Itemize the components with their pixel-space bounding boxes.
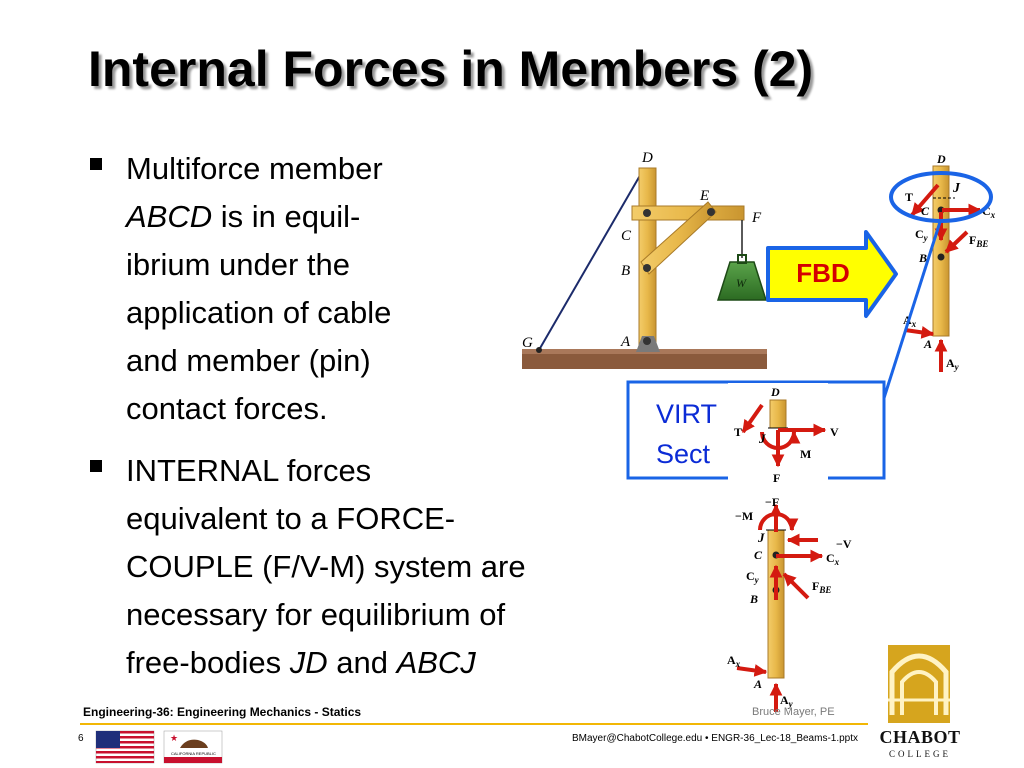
bullet-marker xyxy=(90,158,102,170)
bullet-line: Multiforce member xyxy=(126,151,383,186)
label-f: F xyxy=(751,210,762,226)
abcj-arrow-ax xyxy=(736,664,768,677)
fbd-label-t: T xyxy=(905,190,913,204)
jd-arrow-m xyxy=(760,430,801,450)
footer-rule xyxy=(80,723,868,725)
label-d: D xyxy=(641,150,653,166)
abcj-label-cx: Cx xyxy=(826,551,840,567)
bullet-line: necessary for equilibrium of xyxy=(126,597,506,632)
fbd-label-b: B xyxy=(918,251,927,265)
bullet-line: free-bodies JD and ABCJ xyxy=(126,645,476,680)
abcj-label-negv: −V xyxy=(836,537,852,551)
abcj-label-j: J xyxy=(757,530,765,545)
pin-a xyxy=(643,337,651,345)
jd-label-d: D xyxy=(770,385,780,399)
pin-e xyxy=(707,208,715,216)
bear-shape xyxy=(180,739,208,748)
jd-label-j: J xyxy=(758,431,766,446)
cable-anchor-g xyxy=(536,347,542,353)
callout-line xyxy=(882,221,942,399)
bullet-item: Multiforce member ABCD is in equil- ibri… xyxy=(90,145,650,433)
abcj-label-ax: Ax xyxy=(727,653,741,669)
cable-dg xyxy=(538,171,643,351)
bullet-line: ABCD is in equil- xyxy=(126,199,361,234)
chabot-logo xyxy=(888,645,950,723)
fbd-label-fbe: FBE xyxy=(969,233,988,249)
abcj-label-negf: −F xyxy=(765,495,779,509)
fbd-label-c: C xyxy=(921,204,930,218)
fbd-arrow-ax xyxy=(904,326,935,339)
svg-text:★: ★ xyxy=(170,733,178,743)
jd-arrow-t xyxy=(741,403,764,434)
label-w: W xyxy=(736,276,747,290)
abcj-free-body: −F −M J C −V Cx Cy FBE B Ax A Ay xyxy=(727,495,852,712)
footer-course: Engineering-36: Engineering Mechanics - … xyxy=(83,705,362,719)
jd-label-m: M xyxy=(800,447,811,461)
california-flag: ★ CALIFORNIA REPUBLIC xyxy=(163,730,223,764)
ground-base xyxy=(522,352,767,369)
jd-label-v: V xyxy=(830,425,839,439)
abcj-label-c: C xyxy=(754,548,763,562)
author-text: Bruce Mayer, PE xyxy=(752,706,835,718)
structure-diagram: D E C F B G A W xyxy=(522,150,768,369)
fbd-label: FBD xyxy=(796,258,850,288)
fbd-label-ay: Ay xyxy=(946,356,960,372)
bullet-list: Multiforce member ABCD is in equil- ibri… xyxy=(90,145,650,687)
abcj-arrow-negm xyxy=(758,512,799,532)
fbd-label-d: D xyxy=(936,152,946,166)
bullet-line: and member (pin) xyxy=(126,343,371,378)
abcj-label-fbe: FBE xyxy=(812,579,831,595)
footer-contact: BMayer@ChabotCollege.edu • ENGR-36_Lec-1… xyxy=(572,733,859,744)
svg-text:CALIFORNIA REPUBLIC: CALIFORNIA REPUBLIC xyxy=(171,751,216,756)
logo-subtitle: COLLEGE xyxy=(889,749,951,759)
weight-handle xyxy=(737,254,747,264)
label-g: G xyxy=(522,335,533,351)
bullet-line: application of cable xyxy=(126,295,392,330)
bullet-marker xyxy=(90,460,102,472)
bullet-line: COUPLE (F/V-M) system are xyxy=(126,549,526,584)
bullet-line: equivalent to a FORCE- xyxy=(126,501,456,536)
jd-label-f: F xyxy=(773,471,780,485)
fbd-label-a: A xyxy=(923,337,932,351)
page-number: 6 xyxy=(78,733,84,744)
label-e: E xyxy=(699,188,709,204)
label-b: B xyxy=(621,263,630,279)
abcj-label-a: A xyxy=(753,677,762,691)
slide-title: Internal Forces in Members (2) xyxy=(88,41,814,97)
bullet-item: INTERNAL forces equivalent to a FORCE- C… xyxy=(90,447,650,687)
fbd-label-cx: Cx xyxy=(982,204,996,220)
label-a: A xyxy=(620,334,631,350)
fbd-arrow-fbe xyxy=(944,230,969,254)
bullet-line: contact forces. xyxy=(126,391,328,426)
abcj-arrow-fbe xyxy=(782,572,810,600)
virtual-section-text: VIRT Sect xyxy=(656,399,718,469)
abcj-label-cy: Cy xyxy=(746,569,760,585)
fbd-pin-b xyxy=(937,253,945,261)
us-flag xyxy=(95,730,155,764)
bullet-line: ibrium under the xyxy=(126,247,351,282)
fbd-arrow xyxy=(766,230,898,318)
abcj-label-b: B xyxy=(749,592,758,606)
jd-label-t: T xyxy=(734,425,742,439)
fbd-label-cy: Cy xyxy=(915,227,929,243)
jd-member xyxy=(769,399,787,429)
fbd-arrow-t xyxy=(910,183,940,217)
bullet-line: INTERNAL forces xyxy=(126,453,372,488)
fbd-label-j: J xyxy=(952,181,961,196)
fbd-diagram-abcd: D J T C Cx Cy FBE B Ax A Ay xyxy=(903,152,996,372)
highlight-ellipse xyxy=(889,171,993,223)
logo-name: CHABOT xyxy=(879,727,961,747)
abcj-label-ay: Ay xyxy=(780,693,794,709)
label-c: C xyxy=(621,228,632,244)
abcj-label-negm: −M xyxy=(735,509,753,523)
pin-c xyxy=(643,209,651,217)
pin-b xyxy=(643,264,651,272)
jd-free-body: D T J V M F xyxy=(728,383,839,487)
